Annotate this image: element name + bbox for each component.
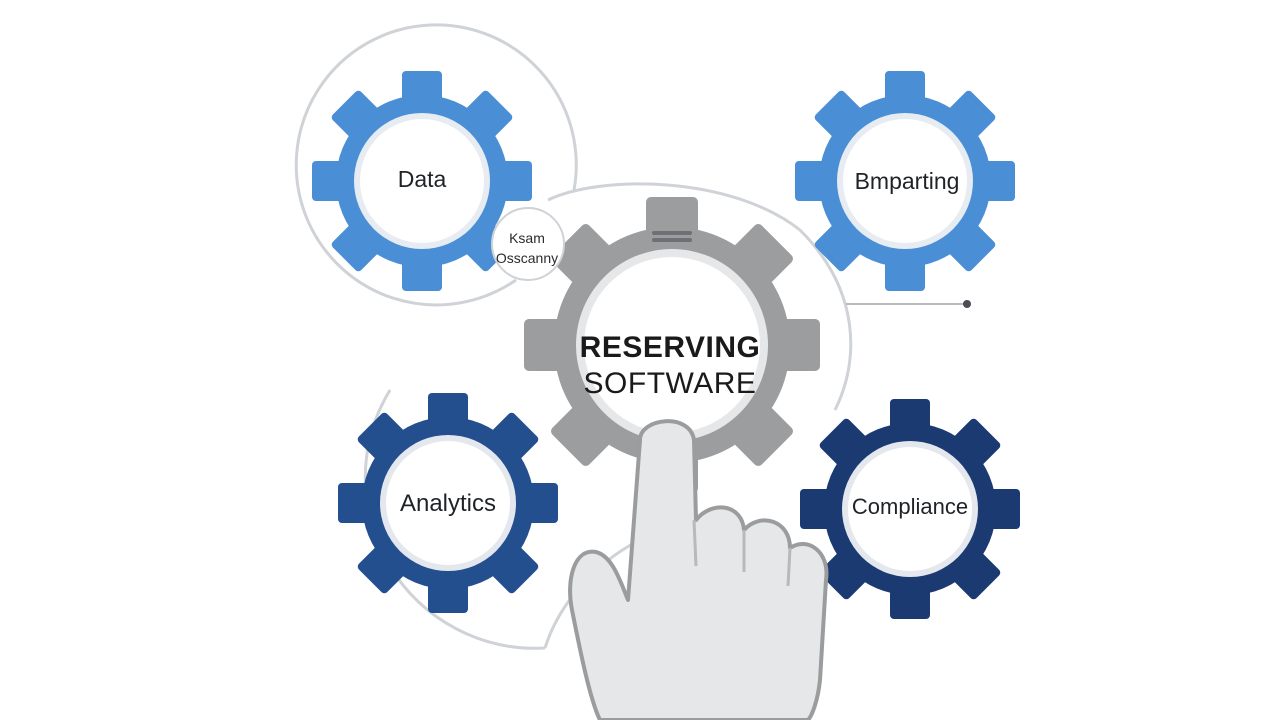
center-title-line2: SOFTWARE xyxy=(583,367,757,400)
pointing-hand-icon xyxy=(568,419,829,720)
gear-center xyxy=(524,197,820,493)
callout-bubble xyxy=(491,207,565,281)
gear-reporting xyxy=(795,71,1015,291)
gear-icon xyxy=(524,197,820,493)
connector-arc-center-right xyxy=(798,228,853,411)
connector-dot xyxy=(963,300,971,308)
gear-analytics xyxy=(338,393,558,613)
gear-label-analytics: Analytics xyxy=(399,490,497,517)
callout-text: Ksam Osscanny xyxy=(494,228,560,268)
connector-arc-center xyxy=(547,182,801,232)
gear-notch-marks xyxy=(652,231,692,242)
callout-line1: Ksam xyxy=(509,230,545,246)
gear-icon xyxy=(800,399,1020,619)
center-title: RESERVING SOFTWARE xyxy=(560,330,780,402)
gear-data xyxy=(312,71,532,291)
gear-label-reporting: Bmparting xyxy=(854,168,960,194)
connector-arc-data xyxy=(294,23,578,307)
callout-line2: Osscanny xyxy=(495,250,559,266)
gear-icon xyxy=(312,71,532,291)
gear-label-compliance: Compliance xyxy=(851,494,969,519)
gear-label-data: Data xyxy=(397,166,447,192)
gear-compliance xyxy=(800,399,1020,619)
gear-icon xyxy=(338,393,558,613)
gear-icon xyxy=(795,71,1015,291)
center-title-line1: RESERVING xyxy=(579,331,761,364)
